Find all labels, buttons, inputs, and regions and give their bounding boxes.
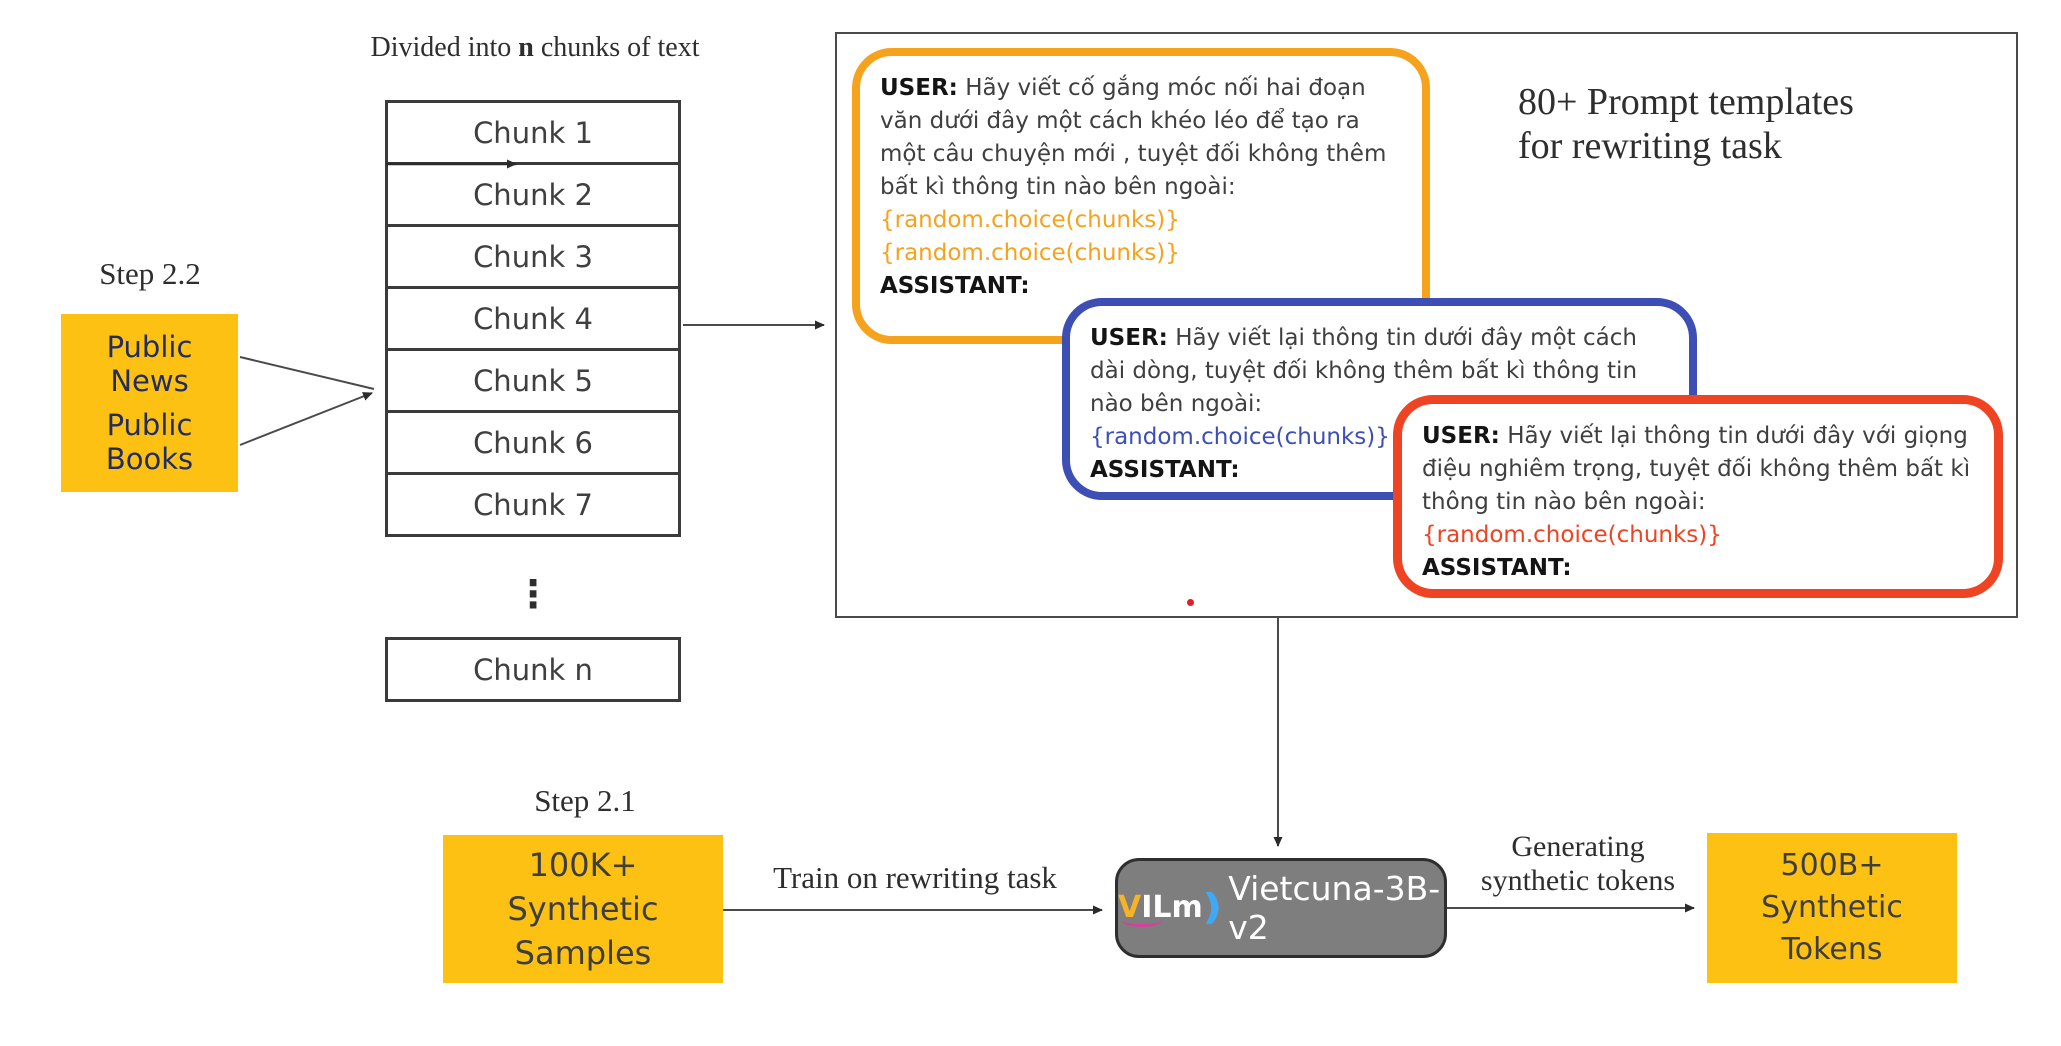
chunk-row: Chunk 3 (385, 224, 681, 289)
prompt-template-red: USER: Hãy viết lại thông tin dưới đây vớ… (1393, 395, 2003, 598)
red-dot-marker (1187, 599, 1194, 606)
model-name: Vietcuna-3B-v2 (1228, 869, 1441, 947)
logo-letter-i: I (1141, 890, 1153, 925)
synthetic-samples-text: 100K+ Synthetic Samples (507, 846, 659, 972)
placeholder-line: {random.choice(chunks)} (880, 240, 1180, 266)
user-label: USER: (880, 75, 958, 101)
synthetic-tokens-text: 500B+ Synthetic Tokens (1761, 848, 1903, 967)
logo-letter-m: m (1171, 890, 1203, 925)
instruction-text: Hãy viết lại thông tin dưới đây một cách… (1090, 325, 1638, 417)
logo-arc: ) (1201, 887, 1223, 928)
model-box: V I L m ) Vietcuna-3B-v2 (1115, 858, 1447, 958)
instruction-text: Hãy viết lại thông tin dưới đây với giọn… (1422, 423, 1971, 515)
instruction-text: Hãy viết cố gắng móc nối hai đoạn văn dư… (880, 75, 1387, 200)
chunk-ellipsis: ⋮ (514, 572, 552, 616)
prompt-template-orange: USER: Hãy viết cố gắng móc nối hai đoạn … (852, 48, 1430, 344)
generate-arrow-label: Generating synthetic tokens (1480, 830, 1676, 897)
logo-swoosh (1122, 914, 1162, 927)
synthetic-tokens-box: 500B+ Synthetic Tokens (1707, 833, 1957, 983)
train-arrow-label: Train on rewriting task (773, 860, 1057, 895)
step-2-2-label: Step 2.2 (99, 256, 201, 291)
user-label: USER: (1422, 423, 1500, 449)
arrow-books-to-chunks (239, 392, 373, 446)
placeholder-line: {random.choice(chunks)} (880, 207, 1180, 233)
chunk-row: Chunk 4 (385, 286, 681, 351)
assistant-label: ASSISTANT: (880, 273, 1030, 299)
user-label: USER: (1090, 325, 1168, 351)
prompt-template-blue: USER: Hãy viết lại thông tin dưới đây mộ… (1062, 298, 1697, 500)
assistant-label: ASSISTANT: (1422, 555, 1572, 581)
placeholder-line: {random.choice(chunks)} (1422, 522, 1722, 548)
prompt-panel-title-line2: for rewriting task (1518, 125, 1782, 167)
chunks-caption-n: n (518, 32, 534, 63)
vilm-logo-icon: V I L m ) (1118, 887, 1223, 928)
chunk-row: Chunk 6 (385, 410, 681, 475)
source-public-news: Public News (106, 330, 193, 398)
chunks-caption-prefix: Divided into (370, 32, 519, 63)
chunk-stack: Chunk 1 Chunk 2 Chunk 3 Chunk 4 Chunk 5 … (385, 100, 681, 537)
placeholder-line: {random.choice(chunks)} (1090, 424, 1390, 450)
step-2-1-label: Step 2.1 (534, 783, 636, 818)
chunk-row: Chunk 1 (385, 100, 681, 165)
chunks-caption: Divided into n chunks of text (330, 32, 740, 64)
public-sources-box: Public News Public Books (61, 314, 238, 492)
prompt-panel-title-line1: 80+ Prompt templates (1518, 81, 1854, 123)
source-public-books: Public Books (105, 408, 194, 476)
chunk-row: Chunk 7 (385, 472, 681, 537)
assistant-label: ASSISTANT: (1090, 457, 1240, 483)
chunk-row: Chunk 2 (385, 162, 681, 227)
chunk-row: Chunk 5 (385, 348, 681, 413)
prompt-panel-title: 80+ Prompt templates for rewriting task (1518, 80, 1978, 168)
chunks-caption-suffix: chunks of text (533, 32, 700, 63)
chunk-n-box: Chunk n (385, 637, 681, 702)
arrow-news-to-chunks (239, 356, 375, 390)
synthetic-samples-box: 100K+ Synthetic Samples (443, 835, 723, 983)
